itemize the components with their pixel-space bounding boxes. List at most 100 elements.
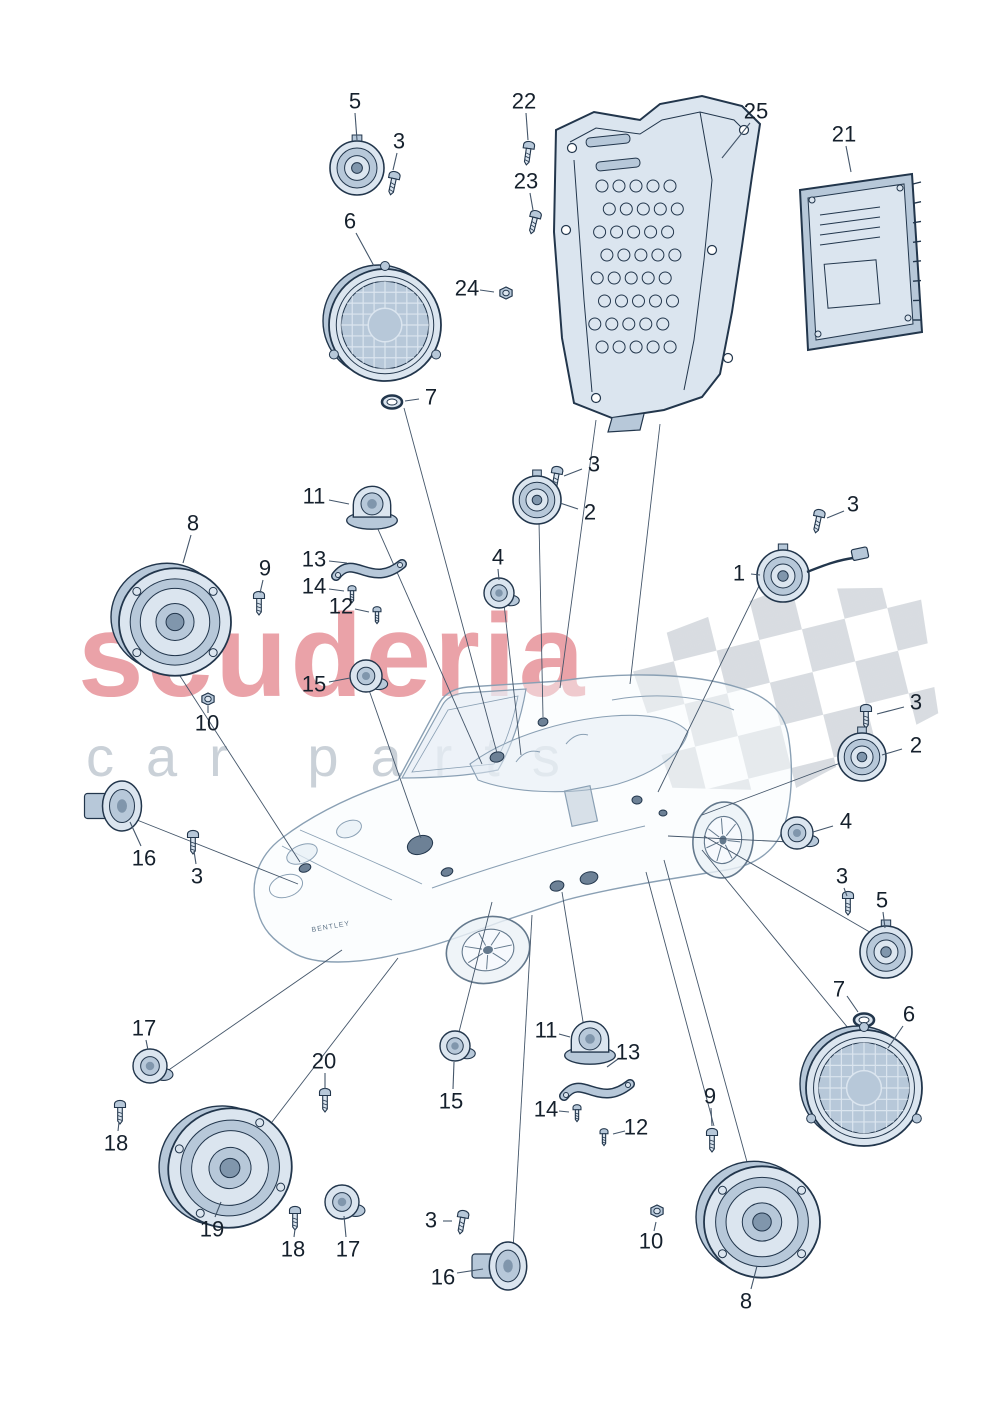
part-screw — [113, 1099, 127, 1125]
callout-17: 17 — [132, 1016, 156, 1051]
part-midrange-speaker — [346, 485, 398, 530]
part-nut — [650, 1204, 664, 1218]
callout-17: 17 — [336, 1215, 360, 1262]
part-small-screw — [572, 1104, 582, 1123]
part-screw — [186, 829, 200, 855]
callout-4: 4 — [812, 809, 852, 834]
part-speaker-grille — [799, 1022, 923, 1147]
part-small-screw — [372, 606, 382, 625]
part-number-label: 12 — [329, 594, 353, 619]
callout-3: 3 — [392, 129, 405, 171]
part-number-label: 4 — [840, 809, 852, 834]
part-woofer-speaker — [695, 1160, 821, 1279]
callout-11: 11 — [303, 484, 350, 509]
callout-9: 9 — [259, 556, 271, 594]
part-small-screw — [347, 585, 357, 604]
part-screw — [288, 1205, 302, 1231]
callout-3: 3 — [191, 850, 203, 889]
callout-1: 1 — [733, 561, 761, 586]
part-small-tweeter — [439, 1030, 476, 1062]
part-number-label: 14 — [302, 574, 326, 599]
part-nut — [499, 286, 513, 300]
part-screw — [705, 1127, 719, 1153]
callout-3: 3 — [425, 1208, 452, 1233]
part-number-label: 13 — [302, 547, 326, 572]
part-number-label: 11 — [303, 484, 326, 509]
part-midrange-speaker — [564, 1020, 616, 1065]
part-number-label: 2 — [584, 500, 596, 525]
callout-18: 18 — [104, 1121, 128, 1156]
car-speaker-cutout — [298, 863, 312, 873]
part-number-label: 5 — [876, 888, 888, 913]
car-speaker-cutout — [537, 717, 549, 727]
part-number-label: 15 — [439, 1089, 463, 1114]
part-number-label: 19 — [200, 1217, 224, 1242]
part-screw — [456, 1209, 470, 1235]
car-speaker-cutout — [579, 871, 599, 885]
callout-4: 4 — [492, 545, 504, 581]
part-number-label: 10 — [639, 1229, 663, 1254]
callout-12: 12 — [329, 594, 370, 619]
part-screw — [529, 209, 542, 235]
part-number-label: 3 — [425, 1208, 437, 1233]
part-number-label: 5 — [349, 89, 361, 114]
callout-23: 23 — [514, 169, 538, 211]
part-tweeter-side-view — [471, 1241, 528, 1291]
part-number-label: 3 — [588, 452, 600, 477]
part-screw — [841, 890, 855, 916]
car-speaker-cutout — [631, 795, 643, 805]
callout-7: 7 — [404, 385, 437, 410]
part-number-label: 7 — [425, 385, 437, 410]
part-number-label: 16 — [431, 1265, 455, 1290]
car-speaker-cutout — [549, 880, 565, 892]
part-number-label: 18 — [104, 1131, 128, 1156]
callout-13: 13 — [302, 547, 348, 572]
part-number-label: 8 — [740, 1289, 752, 1314]
part-number-label: 17 — [336, 1237, 360, 1262]
part-tweeter — [837, 726, 887, 782]
callout-15: 15 — [439, 1061, 463, 1114]
callout-3: 3 — [826, 492, 859, 519]
callout-2: 2 — [881, 733, 922, 758]
part-mounting-bracket-plate — [552, 94, 762, 433]
part-screw — [812, 508, 826, 534]
part-number-label: 17 — [132, 1016, 156, 1041]
part-number-label: 18 — [281, 1237, 305, 1262]
part-screw — [550, 465, 564, 491]
part-small-tweeter — [349, 659, 389, 693]
callout-16: 16 — [129, 821, 156, 871]
callout-11: 11 — [535, 1018, 571, 1043]
callout-14: 14 — [302, 574, 345, 599]
part-number-label: 23 — [514, 169, 538, 194]
part-number-label: 6 — [344, 209, 356, 234]
part-screw — [859, 703, 873, 729]
part-screw — [522, 140, 536, 166]
part-number-label: 7 — [833, 977, 845, 1002]
pointer-lines — [136, 407, 881, 1251]
part-mounting-bracket-arm — [559, 1079, 635, 1101]
car-wheel — [445, 915, 531, 985]
part-tweeter — [859, 919, 913, 979]
callout-19: 19 — [200, 1201, 224, 1242]
part-number-label: 11 — [535, 1018, 558, 1043]
callout-15: 15 — [302, 672, 351, 697]
part-number-label: 16 — [132, 846, 156, 871]
part-number-label: 21 — [832, 122, 856, 147]
part-number-label: 8 — [187, 511, 199, 536]
part-number-label: 20 — [312, 1049, 336, 1074]
part-small-tweeter — [780, 816, 820, 850]
callout-24: 24 — [455, 276, 495, 301]
part-number-label: 15 — [302, 672, 326, 697]
callout-5: 5 — [876, 888, 888, 929]
callout-14: 14 — [534, 1097, 570, 1122]
callout-6: 6 — [887, 1002, 915, 1049]
callout-3: 3 — [836, 864, 848, 897]
part-screw — [252, 590, 266, 616]
part-number-label: 13 — [616, 1040, 640, 1065]
part-number-label: 3 — [393, 129, 405, 154]
callout-20: 20 — [312, 1049, 336, 1089]
part-number-label: 4 — [492, 545, 504, 570]
part-gasket-ring — [852, 1012, 876, 1028]
